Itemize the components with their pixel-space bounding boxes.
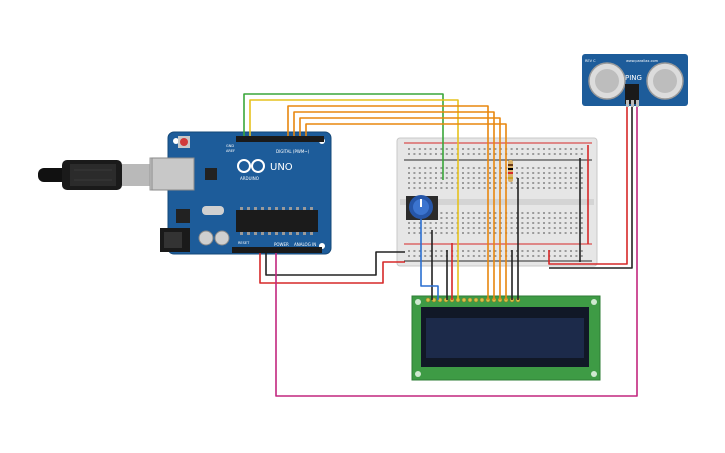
wire-power-red	[259, 253, 405, 284]
sensor-model-label: PING	[625, 74, 642, 82]
sensor-brand-label: www.parallax.com	[626, 59, 659, 63]
reset-button[interactable]	[180, 138, 188, 146]
wire-lcd-blue	[420, 219, 439, 300]
wire-orange-3	[299, 117, 501, 300]
resistor	[508, 160, 513, 182]
lcd-16x2	[411, 295, 601, 381]
board-brand-label: ARDUINO	[240, 176, 259, 181]
wire-sensor-red	[548, 107, 628, 265]
breadboard-holes	[408, 148, 583, 257]
power-header-label: POWER	[274, 242, 289, 247]
arduino-logo-icon	[237, 159, 265, 173]
analog-header-label: ANALOG IN	[294, 242, 316, 247]
gnd-label: GND	[226, 144, 234, 148]
ultrasonic-sensor-ping: PING www.parallax.com REV C	[582, 54, 688, 107]
wire-sensor-magenta	[275, 107, 638, 397]
wire-green	[243, 93, 444, 180]
aref-label: AREF	[226, 149, 235, 153]
lcd-screen	[426, 318, 584, 358]
breadboard	[396, 137, 598, 267]
wire-orange-1	[287, 105, 489, 300]
digital-pins-label: DIGITAL (PWM~)	[276, 149, 310, 154]
wire-yellow	[249, 99, 459, 300]
wire-orange-4	[305, 123, 507, 300]
sensor-rev-label: REV C	[585, 59, 596, 63]
arduino-uno-board: UNO ARDUINO DIGITAL (PWM~) AREF GND POWE…	[151, 131, 332, 255]
wire-orange-2	[293, 111, 495, 300]
board-model-label: UNO	[270, 162, 293, 173]
wires	[243, 93, 638, 397]
wire-sensor-black	[549, 107, 633, 269]
reset-label: RESET	[238, 241, 250, 245]
wire-power-black	[265, 251, 405, 276]
potentiometer[interactable]	[406, 195, 438, 220]
